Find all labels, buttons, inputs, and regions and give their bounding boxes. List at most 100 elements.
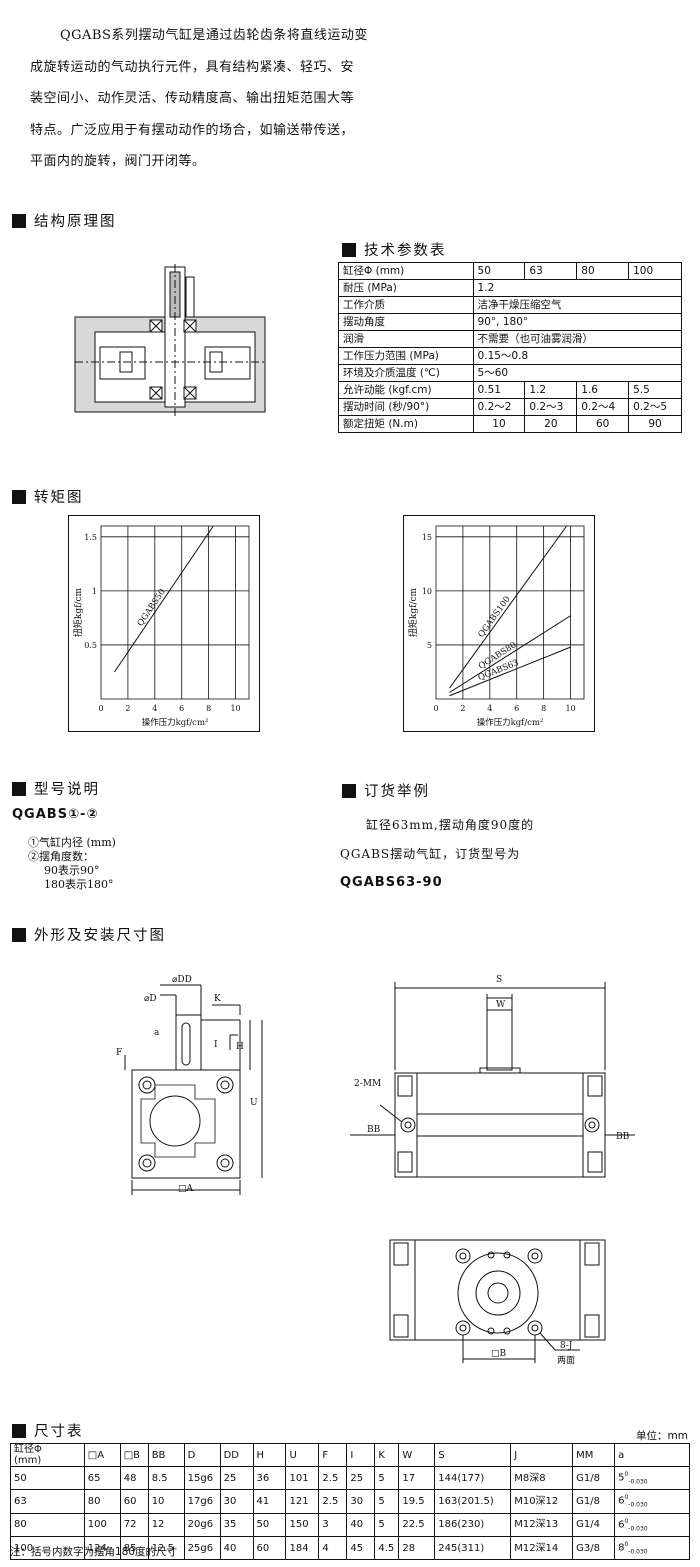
spec-table: 缸径Φ (mm) 50 63 80 100 耐压 (MPa)1.2 工作介质洁净… — [338, 262, 683, 433]
table-cell: 245(311) — [434, 1535, 512, 1561]
table-cell: 17 — [398, 1465, 436, 1491]
intro-line: 成旋转运动的气动执行元件，具有结构紧凑、轻巧、安 — [30, 59, 355, 75]
table-cell: 25 — [346, 1465, 376, 1491]
table-cell: 8.5 — [147, 1465, 185, 1491]
spec-cell: 洁净干燥压缩空气 — [472, 296, 683, 314]
table-cell: 48 — [119, 1465, 149, 1491]
bullet-square-icon — [12, 213, 26, 228]
table-cell: 17g6 — [183, 1489, 221, 1514]
spec-cell: 0.15～0.8 — [472, 347, 683, 365]
y-tick-label: 10 — [422, 587, 432, 596]
section-torque-heading: 转矩图 — [12, 486, 84, 507]
bullet-square-icon — [12, 1423, 26, 1438]
x-tick-label: 4 — [152, 704, 157, 713]
tolerance-lower: -0.030 — [628, 1478, 648, 1486]
column-header: DD — [219, 1443, 254, 1467]
y-tick-label: 1 — [92, 587, 97, 596]
table-cell: 50 — [10, 1465, 85, 1491]
spec-cell: 0.2～2 — [472, 398, 526, 416]
tolerance-cell: 50-0.030 — [614, 1465, 690, 1491]
table-cell: G1/4 — [572, 1512, 616, 1537]
tolerance-lower: -0.030 — [628, 1548, 648, 1556]
table-cell: 35 — [219, 1512, 254, 1537]
table-cell: 80 — [83, 1489, 121, 1514]
tolerance-upper: 0 — [624, 1517, 629, 1525]
table-cell: 63 — [10, 1489, 85, 1514]
section-title: 结构原理图 — [34, 214, 117, 230]
x-tick-label: 10 — [230, 704, 240, 713]
label-sq-a: □A — [178, 1184, 194, 1194]
chart-grid — [100, 525, 250, 700]
column-header: W — [398, 1443, 436, 1467]
x-tick-label: 6 — [514, 704, 519, 713]
spec-cell: 80 — [576, 262, 630, 280]
label-f: F — [116, 1048, 122, 1058]
table-cell: 80 — [10, 1512, 85, 1537]
table-cell: 2.5 — [318, 1489, 348, 1514]
y-axis-label: 扭矩kgf/cm — [72, 587, 84, 637]
y-tick-label: 15 — [422, 533, 432, 542]
table-row: 允许动能 (kgf.cm) 0.51 1.2 1.6 5.5 — [338, 381, 682, 399]
order-line: QGABS摆动气缸，订货型号为 — [340, 847, 521, 861]
table-cell: 40 — [219, 1535, 254, 1561]
series-line — [114, 525, 214, 673]
table-cell: 5 — [374, 1489, 400, 1514]
x-tick-label: 0 — [433, 704, 438, 713]
table-cell: 4.5 — [374, 1535, 400, 1561]
bullet-square-icon — [12, 927, 26, 942]
x-tick-label: 0 — [98, 704, 103, 713]
series-label: QGABS50 — [136, 587, 168, 628]
unit-label: 单位：mm — [636, 1430, 688, 1442]
table-cell: 72 — [119, 1512, 149, 1537]
table-cell: 144(177) — [434, 1465, 512, 1491]
spec-label: 允许动能 (kgf.cm) — [338, 381, 474, 399]
section-title: 尺寸表 — [34, 1424, 84, 1440]
table-cell: 12 — [147, 1512, 185, 1537]
table-cell: 10 — [147, 1489, 185, 1514]
series-line — [449, 615, 571, 693]
table-cell: 41 — [252, 1489, 287, 1514]
spec-cell: 1.2 — [472, 279, 683, 297]
dims-note: 注：括号内数字为摆角180度的尺寸 — [10, 1546, 178, 1558]
label-bb-right: BB — [616, 1132, 630, 1142]
structure-diagram — [74, 264, 266, 417]
tolerance-cell: 80-0.030 — [614, 1535, 690, 1561]
order-line: 缸径63mm,摆动角度90度的 — [366, 818, 535, 832]
table-cell: 101 — [285, 1465, 320, 1491]
spec-cell: 1.2 — [524, 381, 578, 399]
tolerance-base: 8 — [618, 1542, 625, 1554]
column-header: S — [434, 1443, 512, 1467]
x-tick-label: 2 — [460, 704, 465, 713]
spec-label: 额定扭矩 (N.m) — [338, 415, 474, 433]
tolerance-base: 6 — [618, 1495, 625, 1507]
tolerance-base: 5 — [618, 1472, 625, 1484]
bullet-square-icon — [342, 783, 356, 798]
spec-label: 润滑 — [338, 330, 474, 348]
bullet-square-icon — [342, 242, 356, 257]
series-line — [449, 525, 568, 689]
section-dims-heading: 尺寸表 — [12, 1420, 84, 1441]
spec-label: 环境及介质温度 (℃) — [338, 364, 474, 382]
label-u: U — [250, 1098, 258, 1108]
spec-cell: 5～60 — [472, 364, 683, 382]
column-header: □A — [83, 1443, 121, 1467]
column-header: 缸径Φ (mm) — [10, 1443, 85, 1467]
bottom-view-drawing: □B 8-J 两面 — [389, 1239, 606, 1366]
table-row: 额定扭矩 (N.m) 10 20 60 90 — [338, 415, 682, 433]
table-cell: 22.5 — [398, 1512, 436, 1537]
section-title: 型号说明 — [34, 782, 100, 798]
spec-cell: 90°, 180° — [472, 313, 683, 331]
spec-cell: 0.2～4 — [576, 398, 630, 416]
table-cell: 30 — [219, 1489, 254, 1514]
tolerance-upper: 0 — [624, 1471, 629, 1478]
spec-label: 摆动角度 — [338, 313, 474, 331]
table-row: 环境及介质温度 (℃)5～60 — [338, 364, 683, 382]
spec-cell: 90 — [628, 415, 682, 433]
spec-cell: 50 — [472, 262, 526, 280]
model-item: 180表示180° — [44, 878, 114, 891]
table-cell: 60 — [252, 1535, 287, 1561]
